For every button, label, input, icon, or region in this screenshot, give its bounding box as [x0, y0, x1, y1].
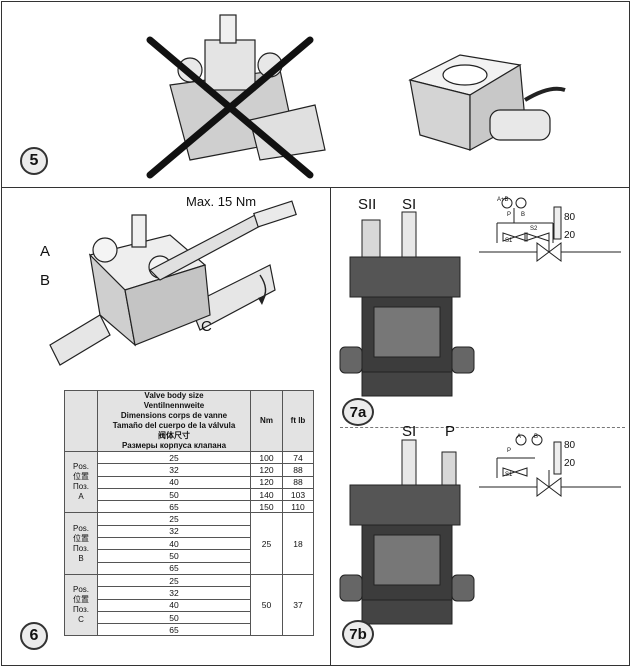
symbol-7a-p: P: [507, 212, 512, 218]
symbol-7a-ab: A+B: [497, 197, 509, 203]
step-7a-badge: 7a: [342, 398, 374, 426]
torque-table: Valve body size Ventilnennweite Dimensio…: [64, 390, 314, 637]
ftlb-cell: 110: [282, 500, 314, 514]
table-row: 40 120 88: [65, 475, 314, 489]
callout-b: B: [40, 272, 51, 289]
ftlb-cell: 37: [282, 573, 314, 637]
port-p-label: P: [445, 423, 456, 440]
divider-horizontal: [1, 187, 630, 188]
nm-cell: 140: [250, 487, 283, 502]
table-header-valve-body-size: Valve body size Ventilnennweite Dimensio…: [97, 390, 251, 452]
symbol-7a-80: 80: [564, 212, 576, 223]
size-cell: 65: [97, 623, 251, 637]
table-header-row: Valve body size Ventilnennweite Dimensio…: [64, 390, 314, 452]
pos-a-cell: Pos. 位置 Поз. A: [64, 450, 98, 514]
size-cell: 40: [97, 598, 251, 612]
table-row: 65: [65, 561, 314, 575]
step6-tightening-illustration: [49, 200, 297, 366]
port-si-label-top: SI: [402, 196, 417, 213]
symbol-7a-b: B: [521, 212, 526, 218]
nm-cell: 25: [250, 512, 283, 575]
callout-c: C: [201, 318, 212, 335]
port-sii-label: SII: [358, 196, 377, 213]
size-cell: 50: [97, 549, 251, 563]
size-cell: 65: [97, 500, 251, 514]
symbol-7a-s2: S2: [530, 226, 538, 232]
symbol-7b-p: P: [507, 448, 512, 454]
step-5-badge: 5: [20, 147, 48, 175]
table-row: 50 140 103: [65, 487, 314, 502]
ftlb-cell: 18: [282, 512, 314, 575]
symbol-7b-20: 20: [564, 458, 576, 469]
nm-cell: 120: [250, 463, 283, 477]
table-row: 65 150 110: [65, 500, 314, 514]
table-row: 40: [65, 537, 314, 551]
nm-cell: 50: [250, 573, 283, 637]
divider-dashed: [340, 427, 625, 428]
size-cell: 32: [97, 586, 251, 600]
symbol-7b-diagram: [479, 434, 621, 497]
size-cell: 50: [97, 610, 251, 625]
nm-cell: 120: [250, 475, 283, 489]
table-header-blank: [64, 390, 98, 452]
table-header-nm: Nm: [250, 390, 283, 452]
size-cell: 32: [97, 463, 251, 477]
table-row: 32: [65, 586, 314, 600]
callout-a: A: [40, 243, 51, 260]
torque-label: Max. 15 Nm: [186, 194, 257, 209]
table-row: 40: [65, 598, 314, 612]
ftlb-cell: 88: [282, 475, 314, 489]
pos-c-cell: Pos. 位置 Поз. C: [64, 573, 98, 637]
table-row: 65: [65, 623, 314, 637]
nm-cell: 100: [250, 450, 283, 465]
table-row: 32 120 88: [65, 463, 314, 477]
step-6-badge: 6: [20, 622, 48, 650]
symbol-7a-diagram: [479, 197, 621, 262]
table-row: Pos. 位置 Поз. B 25 25 18: [64, 512, 314, 575]
table-row: 32: [65, 524, 314, 539]
table-row: 50: [65, 549, 314, 563]
step5-correct-illustration: [408, 54, 566, 152]
pos-b-cell: Pos. 位置 Поз. B: [64, 512, 98, 575]
step-7b-badge: 7b: [342, 620, 374, 648]
table-header-ftlb: ft lb: [282, 390, 314, 452]
size-cell: 40: [97, 475, 251, 489]
divider-vertical: [330, 187, 331, 666]
ftlb-cell: 88: [282, 463, 314, 477]
step5-incorrect-illustration: [146, 14, 326, 179]
valve-7a-illustration: [339, 211, 475, 397]
ftlb-cell: 103: [282, 487, 314, 502]
size-cell: 40: [97, 537, 251, 551]
ftlb-cell: 74: [282, 450, 314, 465]
size-cell: 25: [97, 450, 251, 465]
table-row: Pos. 位置 Поз. A 25 100 74: [64, 450, 314, 514]
size-cell: 25: [97, 573, 251, 588]
size-cell: 32: [97, 524, 251, 539]
valve-7b-illustration: [339, 439, 475, 625]
port-si-label-bottom: SI: [402, 423, 417, 440]
symbol-7b-b: B: [534, 434, 539, 440]
size-cell: 65: [97, 561, 251, 575]
symbol-7a-s1: S1: [505, 238, 513, 244]
size-cell: 25: [97, 512, 251, 526]
nm-cell: 150: [250, 500, 283, 514]
table-row: 50: [65, 610, 314, 625]
table-row: Pos. 位置 Поз. C 25 50 37: [64, 573, 314, 637]
symbol-7a-20: 20: [564, 230, 576, 241]
symbol-7b-a: A: [517, 434, 522, 440]
size-cell: 50: [97, 487, 251, 502]
symbol-7b-80: 80: [564, 440, 576, 451]
symbol-7b-s1: S1: [505, 472, 513, 478]
